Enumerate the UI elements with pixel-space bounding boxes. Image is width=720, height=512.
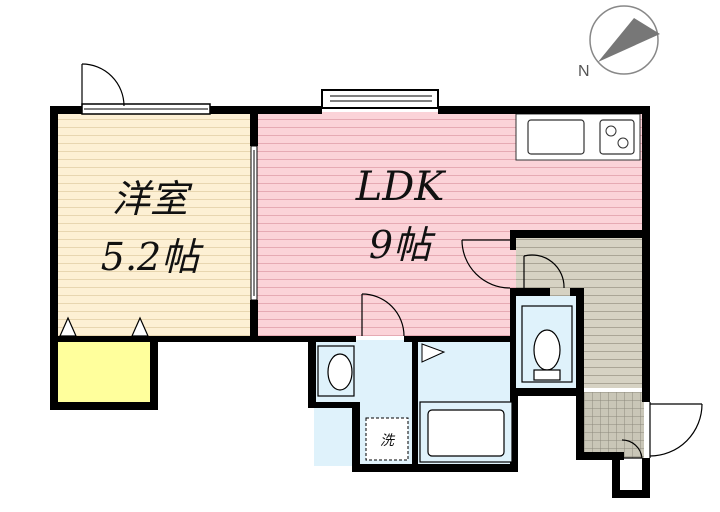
- ldk-size: 9帖: [369, 223, 436, 267]
- bath-door-icon: [421, 343, 446, 363]
- entrance-door-icon: [461, 239, 511, 289]
- sliding-door-divider: [250, 145, 258, 301]
- stove-burner-icon: [605, 125, 617, 137]
- compass-north-label: N: [578, 63, 590, 80]
- washer-label: 洗: [380, 433, 396, 449]
- western-room-name: 洋室: [112, 177, 193, 221]
- front-door-icon: [649, 402, 703, 458]
- closet-door-icon: [59, 316, 149, 337]
- compass: N: [578, 5, 660, 80]
- window-top-ldk: [321, 89, 439, 109]
- toilet-icon: [521, 305, 573, 383]
- compass-needle-icon: [598, 18, 660, 62]
- genkan-tile-floor: [582, 392, 644, 458]
- stove-burner-icon: [617, 137, 629, 149]
- ldk-door-icon: [361, 293, 405, 337]
- stove: [599, 119, 635, 155]
- western-room-size: 5.2帖: [101, 235, 204, 279]
- western-room-floor: [56, 112, 252, 336]
- bathtub-icon: [419, 401, 513, 463]
- closet-floor: [56, 340, 152, 404]
- walls: [50, 106, 650, 498]
- kitchen-sink: [527, 119, 585, 155]
- washbasin-icon: [317, 345, 355, 397]
- ldk-name: LDK: [355, 164, 447, 210]
- washing-machine-space: 洗: [365, 417, 409, 461]
- balcony-door-icon: [81, 63, 125, 107]
- storage-door-icon: [621, 439, 643, 459]
- toilet-door-icon: [523, 254, 565, 289]
- window-top-western: [81, 103, 211, 115]
